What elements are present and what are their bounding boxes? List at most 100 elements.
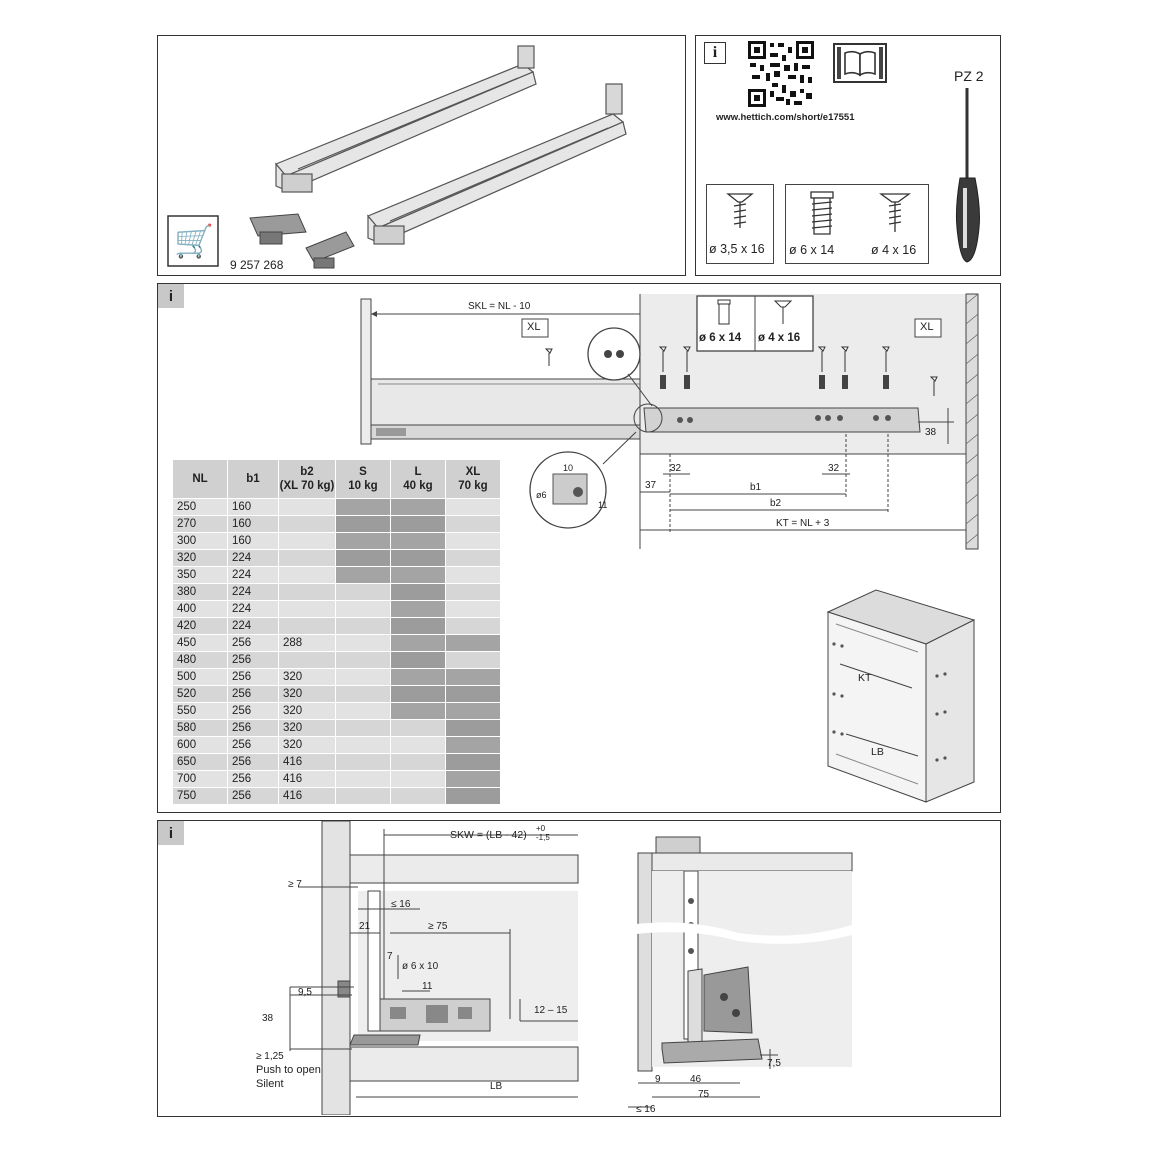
push-to-open-label: Push to open bbox=[256, 1064, 321, 1076]
cell-load-s bbox=[335, 753, 391, 771]
table-header: NL bbox=[172, 459, 228, 499]
skl-label: SKL = NL - 10 bbox=[468, 301, 531, 312]
detail-6: ø6 bbox=[536, 490, 547, 500]
detail-10: 10 bbox=[563, 463, 574, 473]
xl-tag-right: XL bbox=[920, 321, 934, 333]
side-section-drawing bbox=[628, 836, 853, 1108]
cell-load-s bbox=[335, 549, 391, 567]
cell-load-s bbox=[335, 566, 391, 584]
cell-load-xl bbox=[445, 515, 501, 533]
cell-b2 bbox=[278, 498, 336, 516]
cell-load-xl bbox=[445, 651, 501, 669]
cell-load-xl bbox=[445, 702, 501, 720]
header-label: b1 bbox=[246, 473, 260, 485]
dim-37: 37 bbox=[645, 480, 657, 491]
cell-load-l bbox=[390, 634, 446, 652]
cell-load-l bbox=[390, 787, 446, 805]
dim-38: 38 bbox=[925, 427, 937, 438]
cell-nl: 420 bbox=[172, 617, 228, 635]
dim-12-15: 12 – 15 bbox=[534, 1005, 568, 1016]
dim-ge7: ≥ 7 bbox=[288, 879, 302, 890]
cell-b1: 160 bbox=[227, 498, 279, 516]
screw-b-label: ø 6 x 14 bbox=[789, 243, 835, 257]
cell-nl: 700 bbox=[172, 770, 228, 788]
cell-load-s bbox=[335, 787, 391, 805]
cell-load-s bbox=[335, 668, 391, 686]
cell-load-xl bbox=[445, 566, 501, 584]
cell-b2 bbox=[278, 515, 336, 533]
dim-b2: b2 bbox=[770, 498, 782, 509]
cell-nl: 450 bbox=[172, 634, 228, 652]
cell-load-l bbox=[390, 668, 446, 686]
cell-load-l bbox=[390, 702, 446, 720]
cell-nl: 480 bbox=[172, 651, 228, 669]
dim-32-b: 32 bbox=[828, 463, 840, 474]
cell-nl: 750 bbox=[172, 787, 228, 805]
cell-load-l bbox=[390, 770, 446, 788]
dim-7: 7 bbox=[387, 951, 393, 962]
cell-b1: 256 bbox=[227, 634, 279, 652]
cabinet-3d-drawing bbox=[826, 589, 976, 803]
qr-code-icon bbox=[748, 41, 814, 107]
screw-a-label: ø 3,5 x 16 bbox=[709, 242, 765, 256]
cell-b1: 256 bbox=[227, 668, 279, 686]
cell-nl: 400 bbox=[172, 600, 228, 618]
cell-load-l bbox=[390, 498, 446, 516]
section-detail-panel: i SKW = (LB - 42) bbox=[157, 820, 1001, 1117]
cell-b2 bbox=[278, 617, 336, 635]
dim-le16: ≤ 16 bbox=[391, 899, 411, 910]
cell-load-l bbox=[390, 549, 446, 567]
cell-load-l bbox=[390, 685, 446, 703]
cell-b1: 224 bbox=[227, 600, 279, 618]
cell-b2 bbox=[278, 651, 336, 669]
screw-b-label: ø 6 x 14 bbox=[699, 332, 742, 344]
cell-load-xl bbox=[445, 498, 501, 516]
header-label: S bbox=[359, 466, 367, 478]
cell-load-s bbox=[335, 685, 391, 703]
cell-load-xl bbox=[445, 634, 501, 652]
info-badge: i bbox=[158, 821, 184, 845]
cell-b2: 320 bbox=[278, 668, 336, 686]
cell-load-l bbox=[390, 566, 446, 584]
header-sublabel: 10 kg bbox=[348, 480, 378, 492]
screw-c-label: ø 4 x 16 bbox=[871, 243, 917, 257]
dim-hole: ø 6 x 10 bbox=[402, 961, 439, 972]
cell-nl: 270 bbox=[172, 515, 228, 533]
dim-9: 9 bbox=[655, 1074, 661, 1085]
cell-load-xl bbox=[445, 583, 501, 601]
dim-21: 21 bbox=[359, 921, 371, 932]
cell-load-xl bbox=[445, 787, 501, 805]
cell-nl: 650 bbox=[172, 753, 228, 771]
cell-load-l bbox=[390, 719, 446, 737]
cell-b1: 224 bbox=[227, 583, 279, 601]
header-sublabel: (XL 70 kg) bbox=[279, 480, 335, 492]
hettich-url[interactable]: www.hettich.com/short/e17551 bbox=[716, 112, 855, 123]
cell-nl: 580 bbox=[172, 719, 228, 737]
cell-b1: 224 bbox=[227, 566, 279, 584]
xl-tag-left: XL bbox=[527, 321, 541, 333]
silent-label: Silent bbox=[256, 1078, 284, 1090]
dim-lb: LB bbox=[490, 1081, 503, 1092]
cell-b1: 256 bbox=[227, 770, 279, 788]
cell-b2: 320 bbox=[278, 702, 336, 720]
cell-load-s bbox=[335, 498, 391, 516]
table-header: b1 bbox=[227, 459, 279, 499]
cell-b2 bbox=[278, 566, 336, 584]
cell-load-l bbox=[390, 651, 446, 669]
cell-nl: 520 bbox=[172, 685, 228, 703]
product-panel: 🛒 9 257 268 bbox=[157, 35, 686, 276]
